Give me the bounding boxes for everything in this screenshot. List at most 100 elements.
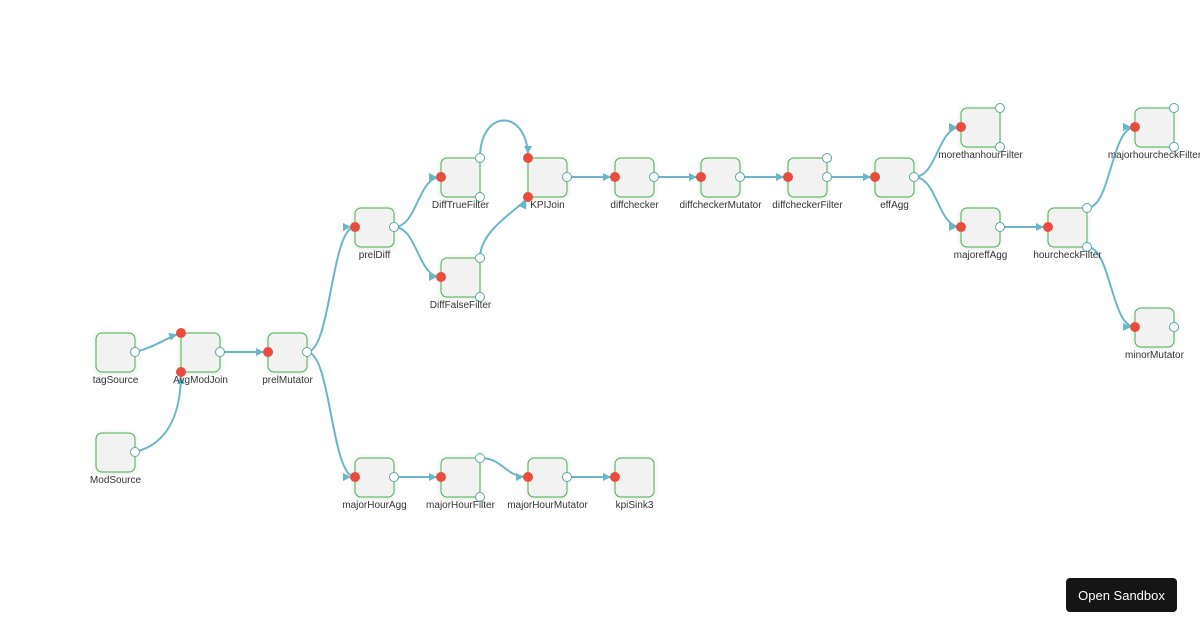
output-port[interactable] <box>562 472 572 482</box>
node-AvgModJoin[interactable]: AvgModJoin <box>173 328 228 387</box>
input-port[interactable] <box>436 172 446 182</box>
node-majorHourMutator[interactable]: majorHourMutator <box>507 457 588 511</box>
node-diffchecker[interactable]: diffchecker <box>610 157 659 211</box>
input-port[interactable] <box>870 172 880 182</box>
input-port[interactable] <box>176 367 186 377</box>
node-box[interactable] <box>614 457 655 498</box>
node-DiffTrueFilter[interactable]: DiffTrueFilter <box>432 153 490 212</box>
node-box[interactable] <box>700 157 741 198</box>
edge-prelDiff-to-DiffFalseFilter <box>393 226 442 281</box>
edge-diffcheckerFilter-to-effAgg <box>826 173 875 181</box>
output-port[interactable] <box>1169 142 1179 152</box>
node-box[interactable] <box>354 457 395 498</box>
node-box[interactable] <box>1134 107 1175 148</box>
node-majorHourAgg[interactable]: majorHourAgg <box>342 457 407 511</box>
node-box[interactable] <box>267 332 308 373</box>
node-box[interactable] <box>95 332 136 373</box>
edge-arrowhead <box>1036 223 1044 231</box>
input-port[interactable] <box>610 472 620 482</box>
node-box[interactable] <box>527 457 568 498</box>
output-port[interactable] <box>475 153 485 163</box>
input-port[interactable] <box>523 153 533 163</box>
node-box[interactable] <box>440 157 481 198</box>
node-prelMutator[interactable]: prelMutator <box>262 332 313 386</box>
output-port[interactable] <box>215 347 225 357</box>
input-port[interactable] <box>610 172 620 182</box>
output-port[interactable] <box>995 103 1005 113</box>
output-port[interactable] <box>1169 322 1179 332</box>
node-majorhourcheckFilter[interactable]: majorhourcheckFilter <box>1108 103 1200 162</box>
edge-arrowhead <box>689 173 697 181</box>
output-port[interactable] <box>130 347 140 357</box>
node-box[interactable] <box>440 257 481 298</box>
input-port[interactable] <box>523 472 533 482</box>
node-ModSource[interactable]: ModSource <box>90 432 142 486</box>
node-effAgg[interactable]: effAgg <box>870 157 919 211</box>
output-port[interactable] <box>475 492 485 502</box>
output-port[interactable] <box>130 447 140 457</box>
edge-diffcheckerMutator-to-diffcheckerFilter <box>739 173 788 181</box>
output-port[interactable] <box>389 222 399 232</box>
open-sandbox-button[interactable]: Open Sandbox <box>1066 578 1177 612</box>
input-port[interactable] <box>436 272 446 282</box>
output-port[interactable] <box>735 172 745 182</box>
input-port[interactable] <box>783 172 793 182</box>
node-box[interactable] <box>960 107 1001 148</box>
output-port[interactable] <box>562 172 572 182</box>
output-port[interactable] <box>822 153 832 163</box>
node-hourcheckFilter[interactable]: hourcheckFilter <box>1033 203 1102 262</box>
node-majoreffAgg[interactable]: majoreffAgg <box>954 207 1008 261</box>
node-box[interactable] <box>1047 207 1088 248</box>
output-port[interactable] <box>995 222 1005 232</box>
node-minorMutator[interactable]: minorMutator <box>1125 307 1185 361</box>
node-box[interactable] <box>787 157 828 198</box>
node-morethanhourFilter[interactable]: morethanhourFilter <box>938 103 1023 162</box>
node-label: majorHourFilter <box>426 500 496 511</box>
input-port[interactable] <box>1130 122 1140 132</box>
input-port[interactable] <box>436 472 446 482</box>
node-box[interactable] <box>180 332 221 373</box>
output-port[interactable] <box>1082 242 1092 252</box>
input-port[interactable] <box>263 347 273 357</box>
node-KPIJoin[interactable]: KPIJoin <box>523 153 572 212</box>
input-port[interactable] <box>350 472 360 482</box>
input-port[interactable] <box>523 192 533 202</box>
output-port[interactable] <box>822 172 832 182</box>
output-port[interactable] <box>475 453 485 463</box>
output-port[interactable] <box>475 253 485 263</box>
output-port[interactable] <box>302 347 312 357</box>
output-port[interactable] <box>1082 203 1092 213</box>
node-box[interactable] <box>95 432 136 473</box>
input-port[interactable] <box>176 328 186 338</box>
output-port[interactable] <box>475 292 485 302</box>
input-port[interactable] <box>1130 322 1140 332</box>
node-kpiSink3[interactable]: kpiSink3 <box>610 457 655 511</box>
output-port[interactable] <box>1169 103 1179 113</box>
node-box[interactable] <box>440 457 481 498</box>
node-diffcheckerMutator[interactable]: diffcheckerMutator <box>679 157 762 211</box>
node-prelDiff[interactable]: prelDiff <box>350 207 399 261</box>
node-label: tagSource <box>93 375 139 386</box>
node-diffcheckerFilter[interactable]: diffcheckerFilter <box>772 153 843 212</box>
input-port[interactable] <box>350 222 360 232</box>
node-box[interactable] <box>960 207 1001 248</box>
output-port[interactable] <box>389 472 399 482</box>
node-tagSource[interactable]: tagSource <box>93 332 140 386</box>
node-box[interactable] <box>1134 307 1175 348</box>
input-port[interactable] <box>696 172 706 182</box>
node-box[interactable] <box>527 157 568 198</box>
node-DiffFalseFilter[interactable]: DiffFalseFilter <box>430 253 492 312</box>
node-majorHourFilter[interactable]: majorHourFilter <box>426 453 496 512</box>
output-port[interactable] <box>649 172 659 182</box>
node-box[interactable] <box>614 157 655 198</box>
output-port[interactable] <box>475 192 485 202</box>
output-port[interactable] <box>995 142 1005 152</box>
node-box[interactable] <box>354 207 395 248</box>
node-box[interactable] <box>874 157 915 198</box>
input-port[interactable] <box>956 222 966 232</box>
node-label: diffchecker <box>610 200 659 211</box>
input-port[interactable] <box>956 122 966 132</box>
output-port[interactable] <box>909 172 919 182</box>
input-port[interactable] <box>1043 222 1053 232</box>
